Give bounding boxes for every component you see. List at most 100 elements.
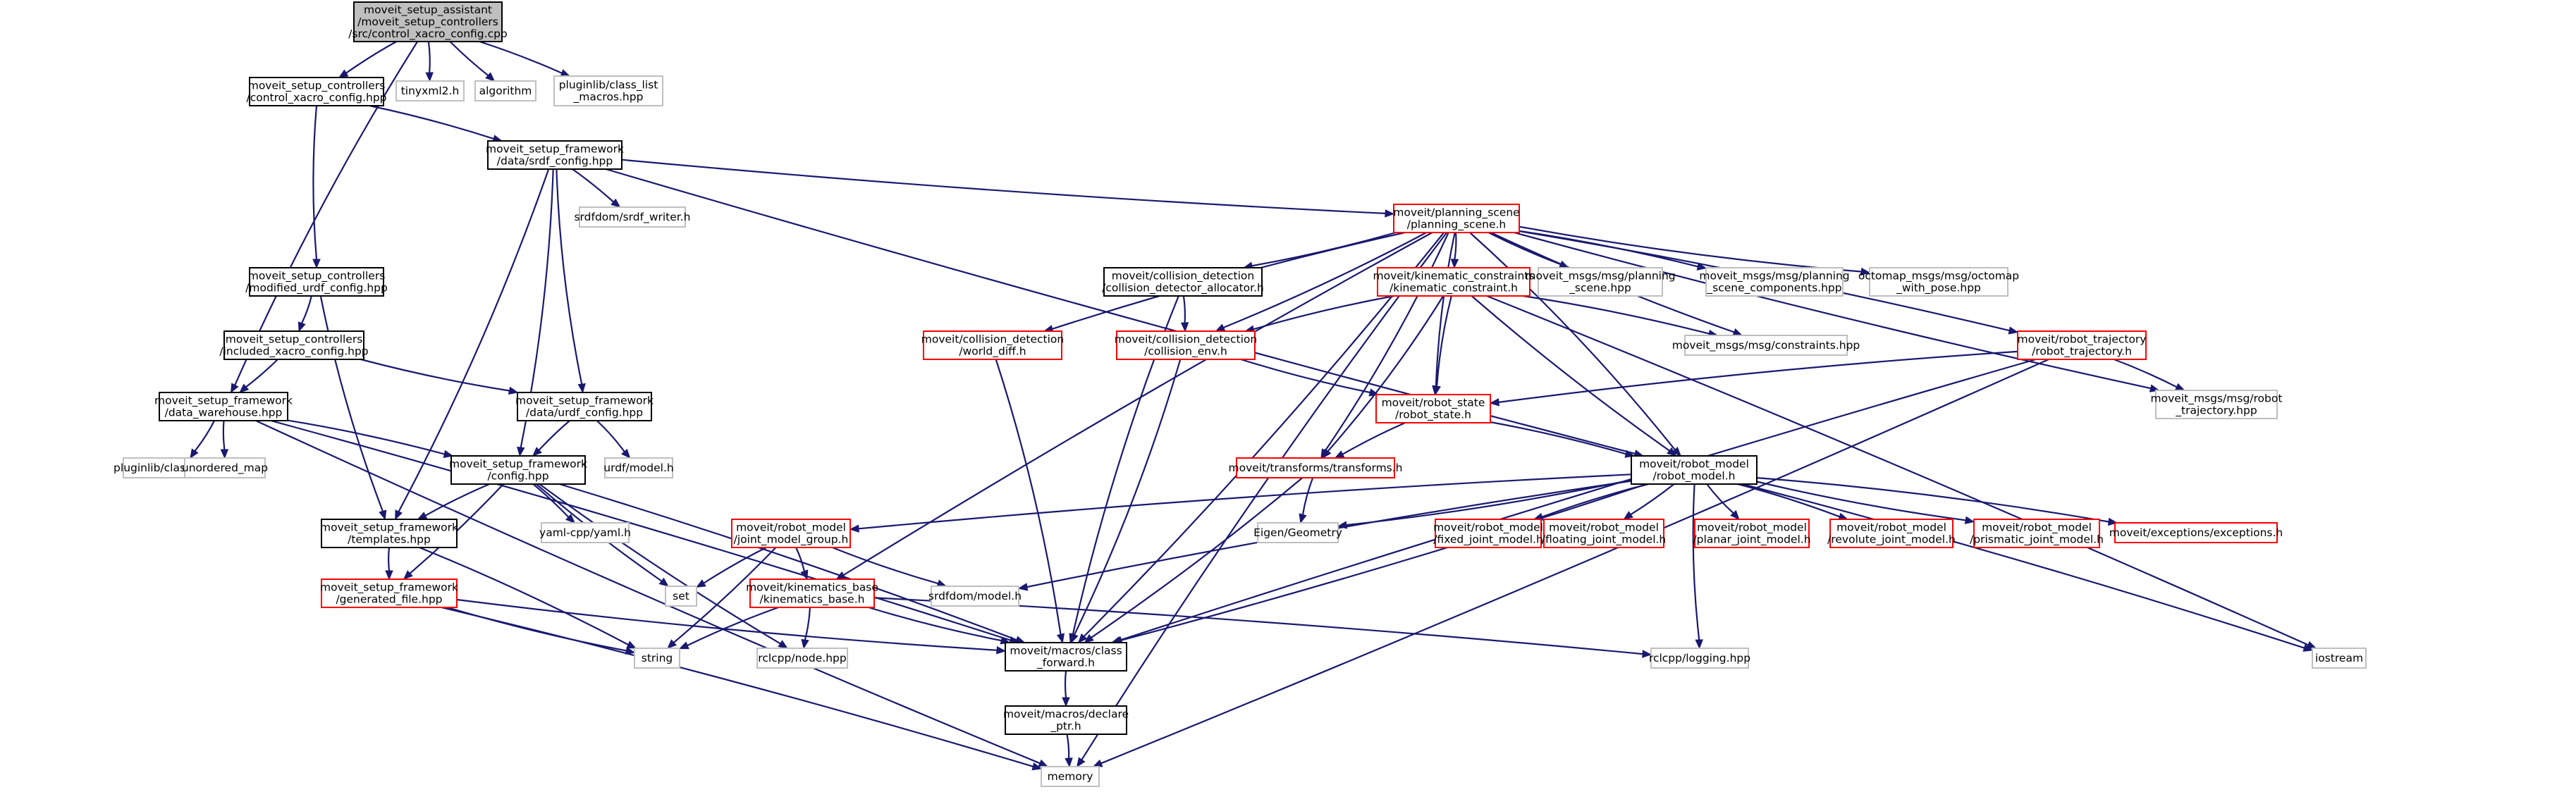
node-box	[634, 648, 680, 669]
edge-arrowhead	[778, 640, 788, 649]
node-generated-file[interactable]: moveit_setup_framework/generated_file.hp…	[320, 578, 458, 608]
node-collision-env[interactable]: moveit/collision_detection/collision_env…	[1115, 330, 1257, 360]
node-box	[395, 80, 465, 101]
edge-arrowhead	[1092, 759, 1103, 767]
edge-srdf_config-to-planning_scene	[621, 159, 1395, 218]
node-box	[321, 578, 458, 608]
node-class-forward[interactable]: moveit/macros/class_forward.h	[1005, 642, 1127, 672]
node-label-line: moveit/macros/declare	[1003, 708, 1129, 721]
node-floating-joint[interactable]: moveit/robot_model/floating_joint_model.…	[1542, 519, 1667, 548]
edge-arrowhead	[565, 514, 576, 524]
edge-robot_trajectory-to-memory	[1092, 358, 2049, 767]
node-label-line: moveit_setup_controllers	[248, 80, 386, 93]
node-prismatic-joint[interactable]: moveit/robot_model/prismatic_joint_model…	[1970, 519, 2104, 548]
node-box	[1435, 519, 1542, 548]
node-label-line: /generated_file.hpp	[336, 593, 442, 607]
edge-arrowhead	[1623, 511, 1633, 520]
edge-line	[1240, 358, 1370, 394]
node-kinematics-base[interactable]: moveit/kinematics_base/kinematics_base.h	[746, 578, 878, 608]
node-box	[1684, 335, 1848, 356]
edge-line	[441, 606, 1034, 767]
node-modified-urdf[interactable]: moveit_setup_controllers/modified_urdf_c…	[245, 267, 388, 297]
edge-collision_env-to-class_forward	[1070, 359, 1182, 644]
edge-line	[621, 159, 1386, 214]
node-exceptions[interactable]: moveit/exceptions/exceptions.h	[2109, 522, 2283, 543]
node-box	[1375, 394, 1491, 423]
node-label-line: moveit_setup_controllers	[248, 270, 386, 283]
edge-line	[1469, 232, 1676, 450]
edge-root-to-tinyxml2	[425, 41, 434, 82]
edge-line	[1342, 421, 1406, 455]
edge-joint_model_group-to-set	[695, 547, 767, 588]
node-srdf-config[interactable]: moveit_setup_framework/data/srdf_config.…	[486, 140, 624, 170]
node-label-line: moveit/robot_model	[1549, 521, 1659, 535]
edge-arrowhead	[1084, 633, 1094, 643]
edge-arrowhead	[625, 646, 636, 655]
edge-robot_model-to-revolute_joint	[1737, 483, 1849, 521]
edge-arrowhead	[403, 570, 413, 580]
node-label-line: memory	[1048, 770, 1093, 783]
edge-line	[538, 420, 570, 451]
edge-line	[596, 420, 625, 452]
edge-kinematics_base-to-rclcpp_node	[801, 607, 811, 650]
edge-arrowhead	[1062, 697, 1070, 707]
node-config[interactable]: moveit_setup_framework/config.hpp	[449, 455, 587, 485]
edge-arrowhead	[485, 72, 496, 82]
node-srdf-model: srdfdom/model.h	[928, 586, 1022, 607]
node-collision-alloc[interactable]: moveit/collision_detection/collision_det…	[1102, 267, 1264, 297]
edge-arrowhead	[1299, 513, 1307, 524]
node-label-line: /planning_scene.h	[1407, 218, 1506, 232]
edge-arrowhead	[658, 577, 669, 587]
node-box	[1041, 766, 1100, 787]
node-kinematic-constraint[interactable]: moveit/kinematic_constraints/kinematic_c…	[1373, 267, 1535, 297]
edge-line	[287, 419, 445, 455]
node-label-line: moveit/transforms/transforms.h	[1229, 462, 1403, 474]
node-root[interactable]: moveit_setup_assistant/moveit_setup_cont…	[348, 1, 508, 42]
node-planar-joint[interactable]: moveit/robot_model/planar_joint_model.h	[1693, 519, 1811, 548]
node-label-line: /robot_model.h	[1653, 470, 1736, 483]
edge-line	[1120, 358, 2037, 641]
edge-planning_scene-to-robot_model	[1469, 232, 1681, 457]
edge-line	[1066, 734, 1070, 759]
edge-line	[832, 546, 938, 585]
edge-arrowhead	[1056, 633, 1065, 644]
node-world-diff[interactable]: moveit/collision_detection/world_diff.h	[921, 330, 1064, 360]
node-label-line: /joint_model_group.h	[734, 533, 849, 547]
node-joint-model-group[interactable]: moveit/robot_model/joint_model_group.h	[731, 519, 851, 548]
edge-line	[398, 168, 550, 512]
node-data-warehouse[interactable]: moveit_setup_framework/data_warehouse.hp…	[154, 392, 293, 421]
node-box	[1257, 522, 1339, 543]
node-label-line: rclcpp/logging.hpp	[1649, 652, 1750, 664]
edge-arrowhead	[395, 509, 403, 521]
edge-line	[1182, 295, 1186, 323]
edge-line	[1706, 483, 1734, 514]
node-robot-model[interactable]: moveit/robot_model/robot_model.h	[1631, 455, 1758, 485]
node-revolute-joint[interactable]: moveit/robot_model/revolute_joint_model.…	[1827, 519, 1956, 548]
node-included-xacro[interactable]: moveit_setup_controllers/included_xacro_…	[219, 330, 369, 360]
edge-line	[388, 547, 391, 571]
edge-robot_model-to-joint_model_group	[849, 474, 1632, 533]
node-msg-planning-scene: moveit_msgs/msg/planning_scene.hpp	[1525, 267, 1676, 297]
edge-generated_file-to-string	[447, 606, 636, 655]
edge-kinematic_constraint-to-robot_model	[1471, 295, 1677, 457]
node-templates[interactable]: moveit_setup_framework/templates.hpp	[320, 519, 458, 548]
edge-line	[479, 40, 563, 74]
node-memory: memory	[1041, 766, 1100, 787]
edge-planning_scene-to-msg_planning_scene_comp	[1519, 230, 1707, 271]
edge-robot_trajectory-to-robot_state	[1489, 350, 2018, 407]
node-transforms[interactable]: moveit/transforms/transforms.h	[1229, 457, 1403, 478]
node-ctrl-xacro[interactable]: moveit_setup_controllers/control_xacro_c…	[246, 77, 387, 106]
node-msg-planning-scene-comp: moveit_msgs/msg/planning_scene_component…	[1699, 267, 1850, 297]
node-declare-ptr[interactable]: moveit/macros/declare_ptr.h	[1003, 705, 1129, 735]
edge-line	[843, 232, 1433, 576]
node-fixed-joint[interactable]: moveit/robot_model/fixed_joint_model.h	[1433, 519, 1543, 548]
node-urdf-config[interactable]: moveit_setup_framework/data/urdf_config.…	[515, 392, 654, 421]
node-label-line: _trajectory.hpp	[2175, 404, 2257, 418]
edge-planning_scene-to-robot_state	[1432, 232, 1456, 396]
node-robot-state[interactable]: moveit/robot_state/robot_state.h	[1375, 394, 1491, 423]
node-robot-trajectory[interactable]: moveit/robot_trajectory/robot_trajectory…	[2017, 330, 2147, 360]
edge-line	[271, 419, 1011, 641]
node-planning-scene[interactable]: moveit/planning_scene/planning_scene.h	[1393, 204, 1520, 233]
node-box	[1650, 648, 1749, 669]
node-label-line: moveit_setup_framework	[449, 458, 587, 471]
